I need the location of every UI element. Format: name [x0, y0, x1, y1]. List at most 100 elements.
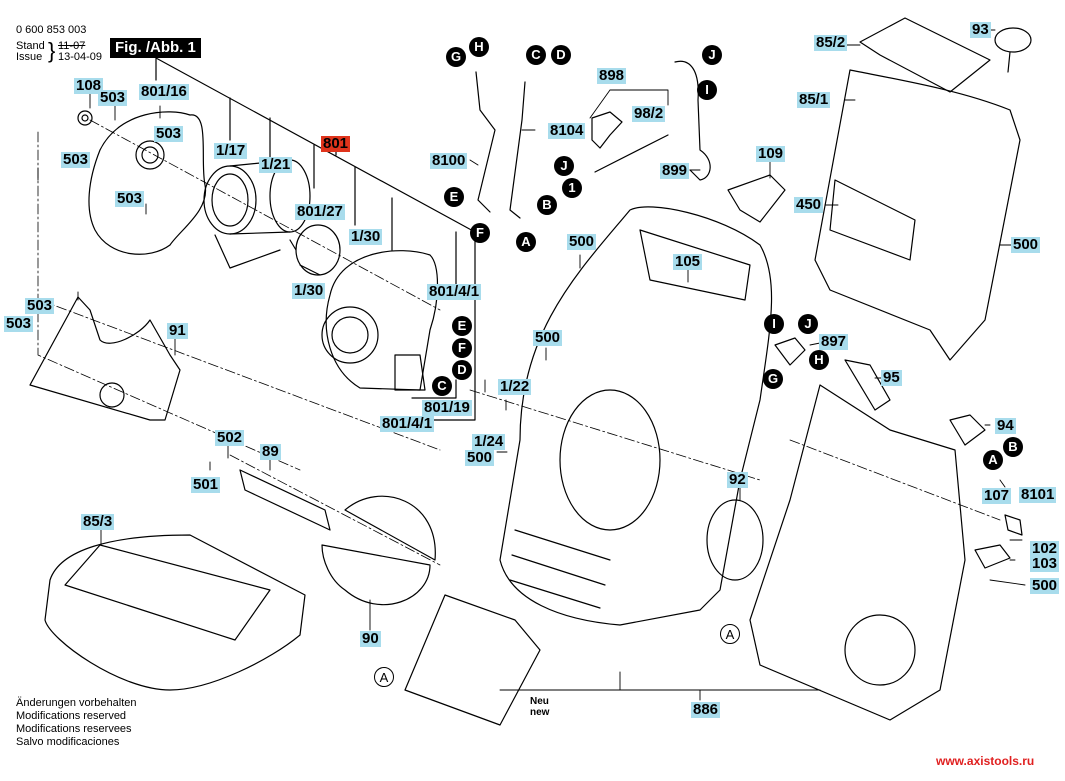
part-label-898[interactable]: 898 — [597, 67, 627, 84]
part-label-102[interactable]: 102 — [1030, 540, 1060, 557]
figure-title: Fig. /Abb. 1 — [110, 38, 201, 58]
part-label-503[interactable]: 503 — [25, 297, 55, 314]
part-label-91[interactable]: 91 — [167, 322, 188, 339]
part-label-92[interactable]: 92 — [727, 471, 748, 488]
connector-marker-f: F — [470, 223, 490, 243]
part-label-801-27[interactable]: 801/27 — [295, 203, 345, 220]
part-label-450[interactable]: 450 — [794, 196, 824, 213]
website-link[interactable]: www.axistools.ru — [936, 754, 1035, 768]
part-label-886[interactable]: 886 — [691, 701, 721, 718]
part-label-500[interactable]: 500 — [465, 449, 495, 466]
connector-marker-c: C — [526, 45, 546, 65]
knob-93 — [994, 27, 1032, 73]
connector-marker-d: D — [452, 360, 472, 380]
part-label-801-16[interactable]: 801/16 — [139, 83, 189, 100]
ring-92 — [706, 499, 764, 581]
connector-marker-g: G — [763, 369, 783, 389]
old-date: 11-07 — [58, 40, 86, 52]
part-label-103[interactable]: 103 — [1030, 555, 1060, 572]
part-95 — [844, 359, 891, 411]
part-label-500[interactable]: 500 — [567, 233, 597, 250]
connector-marker-h: H — [469, 37, 489, 57]
lid-85-2 — [859, 17, 991, 93]
part-label-98-2[interactable]: 98/2 — [632, 105, 666, 122]
connector-marker-f: F — [452, 338, 472, 358]
part-label-94[interactable]: 94 — [995, 417, 1016, 434]
part-label-1-22[interactable]: 1/22 — [498, 378, 532, 395]
rear-housing — [749, 384, 966, 721]
connector-marker-j: J — [554, 156, 574, 176]
clip-109 — [727, 174, 786, 223]
part-label-108[interactable]: 108 — [74, 77, 104, 94]
connector-marker-1: 1 — [562, 178, 582, 198]
part-801-27 — [289, 224, 341, 276]
connector-marker-a-outline: A — [374, 667, 394, 687]
modification-notes: Änderungen vorbehalten Modifications res… — [16, 697, 136, 749]
part-label-1-30[interactable]: 1/30 — [292, 282, 326, 299]
part-label-1-30[interactable]: 1/30 — [349, 228, 383, 245]
part-label-503[interactable]: 503 — [98, 89, 128, 106]
part-label-1-24[interactable]: 1/24 — [472, 433, 506, 450]
connector-marker-h: H — [809, 350, 829, 370]
part-label-500[interactable]: 500 — [533, 329, 563, 346]
rod-8100 — [475, 71, 496, 213]
part-label-801-19[interactable]: 801/19 — [422, 399, 472, 416]
part-label-8100[interactable]: 8100 — [430, 152, 468, 169]
cable-899 — [674, 60, 711, 181]
part-label-500[interactable]: 500 — [1011, 236, 1041, 253]
connector-marker-a: A — [516, 232, 536, 252]
part-label-502[interactable]: 502 — [215, 429, 245, 446]
note-en: Modifications reserved — [16, 710, 127, 722]
part-label-93[interactable]: 93 — [970, 21, 991, 38]
part-label-8101[interactable]: 8101 — [1019, 486, 1057, 503]
axis-lines — [37, 119, 1001, 566]
connector-marker-i: I — [697, 80, 717, 100]
part-label-1-21[interactable]: 1/21 — [259, 156, 293, 173]
connector-marker-b: B — [537, 195, 557, 215]
part-label-85-1[interactable]: 85/1 — [797, 91, 831, 108]
part-label-8104[interactable]: 8104 — [548, 122, 586, 139]
part-label-899[interactable]: 899 — [660, 162, 690, 179]
part-label-501[interactable]: 501 — [191, 476, 221, 493]
part-label-1-17[interactable]: 1/17 — [214, 142, 248, 159]
bracket-91 — [29, 296, 181, 421]
leader-lines — [37, 29, 1026, 701]
connector-marker-b: B — [1003, 437, 1023, 457]
part-label-503[interactable]: 503 — [4, 315, 34, 332]
part-label-109[interactable]: 109 — [756, 145, 786, 162]
part-label-85-2[interactable]: 85/2 — [814, 34, 848, 51]
motor-housing-801 — [321, 250, 439, 391]
connector-marker-d: D — [551, 45, 571, 65]
connector-marker-c: C — [432, 376, 452, 396]
part-label-503[interactable]: 503 — [115, 190, 145, 207]
new-note-de: Neu — [530, 696, 549, 707]
note-es: Salvo modificaciones — [16, 736, 120, 748]
part-label-85-3[interactable]: 85/3 — [81, 513, 115, 530]
connector-marker-e: E — [444, 187, 464, 207]
part-label-801-4-1[interactable]: 801/4/1 — [427, 283, 482, 300]
stand-label: Stand — [16, 40, 45, 52]
part-label-801[interactable]: 801 — [321, 135, 351, 152]
part-label-90[interactable]: 90 — [360, 630, 381, 647]
rod-98-2 — [594, 134, 669, 173]
part-label-89[interactable]: 89 — [260, 443, 281, 460]
main-housing-886 — [499, 206, 773, 626]
part-label-503[interactable]: 503 — [61, 151, 91, 168]
part-label-107[interactable]: 107 — [982, 487, 1012, 504]
connector-marker-j: J — [798, 314, 818, 334]
disc-90 — [321, 495, 436, 606]
part-label-95[interactable]: 95 — [881, 369, 902, 386]
connector-marker-a-outline: A — [720, 624, 740, 644]
connector-marker-e: E — [452, 316, 472, 336]
tray-85-3 — [44, 534, 306, 691]
note-de: Änderungen vorbehalten — [16, 697, 137, 709]
part-94 — [949, 414, 986, 446]
part-103 — [974, 544, 1011, 569]
part-label-801-4-1[interactable]: 801/4/1 — [380, 415, 435, 432]
part-label-105[interactable]: 105 — [673, 253, 703, 270]
part-label-503[interactable]: 503 — [154, 125, 184, 142]
part-label-897[interactable]: 897 — [819, 333, 849, 350]
part-898 — [591, 111, 623, 149]
part-label-500[interactable]: 500 — [1030, 577, 1060, 594]
